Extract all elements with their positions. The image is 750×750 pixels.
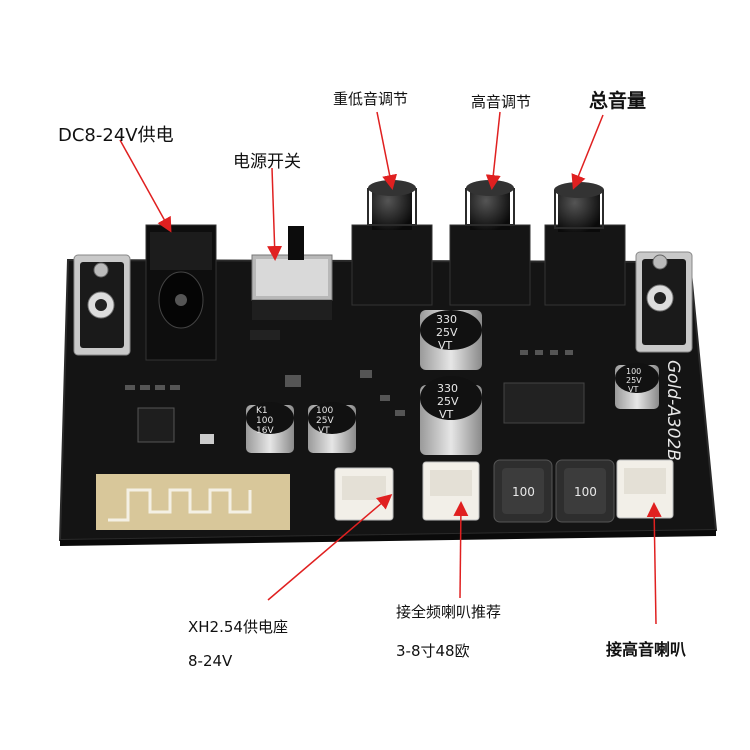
label-xh-voltage: 8-24V [188,652,233,670]
crystal [200,434,214,444]
cap-label-line2: 25V [437,395,459,408]
label-fullrange-speaker: 接全频喇叭推荐 [396,603,502,621]
cap-label-line1: 100 [316,406,333,416]
arrow-xh-connector [267,494,393,601]
label-bass-adjust: 重低音调节 [333,90,409,108]
cap-label-line1: K1 [256,406,268,416]
label-treble-adjust: 高音调节 [471,93,532,111]
arrow-power-switch [267,167,283,261]
inductor-right: 100 [555,459,615,523]
arrow-bass [376,111,398,190]
cap-label-line2: 25V [436,326,458,339]
label-master-volume: 总音量 [589,90,647,112]
pot-treble [449,180,531,306]
pot-volume [544,182,626,306]
callout-arrows [119,111,662,625]
cap-large-top: 330 25V VT [420,310,482,370]
cap-large-bottom: 330 25V VT [420,376,482,455]
label-tweeter-speaker: 接高音喇叭 [606,640,687,659]
cap-label-line3: VT [318,426,330,436]
cap-small-right: 100 25V VT [615,363,659,409]
cap-label-line1: 330 [437,382,458,395]
cap-label-line2: 100 [256,416,273,426]
cap-label-line3: VT [438,339,453,352]
left-mount-bracket [73,254,131,356]
dc-jack [145,224,217,361]
cap-label-line1: 330 [436,313,457,326]
board-model-text: Gold-A302B [663,360,683,461]
inductor-label: 100 [512,485,535,499]
arrow-volume [571,114,604,190]
cap-small-mid: 100 25V VT [308,402,356,453]
tweeter-speaker-connector [616,459,674,519]
inductor-left: 100 [493,459,553,523]
cap-small-left: K1 100 16V [246,402,294,453]
cap-label-line2: 25V [626,376,642,385]
label-power-switch: 电源开关 [233,152,301,172]
cap-label-line3: VT [628,385,638,394]
cap-label-line3: 16V [256,426,274,436]
bluetooth-antenna [96,474,290,530]
label-xh-connector: XH2.54供电座 [188,618,288,636]
label-fullrange-size: 3-8寸48欧 [396,642,470,660]
pot-bass [351,180,433,306]
fullrange-speaker-connector [422,461,480,521]
cap-label-line3: VT [439,408,454,421]
arrow-treble [485,111,501,190]
right-mount-bracket [635,251,693,353]
cap-label-line1: 100 [626,367,641,376]
label-dc-power: DC8-24V供电 [58,125,174,146]
arrow-dc-jack [119,139,172,233]
arrow-tweeter [646,502,662,625]
power-switch [251,226,333,320]
xh-power-connector [334,467,394,521]
smd-components [125,330,573,416]
inductor-label: 100 [574,485,597,499]
amplifier-ic [503,382,585,424]
bluetooth-ic [137,407,175,443]
cap-label-line2: 25V [316,416,334,426]
arrow-fullrange [453,501,469,599]
